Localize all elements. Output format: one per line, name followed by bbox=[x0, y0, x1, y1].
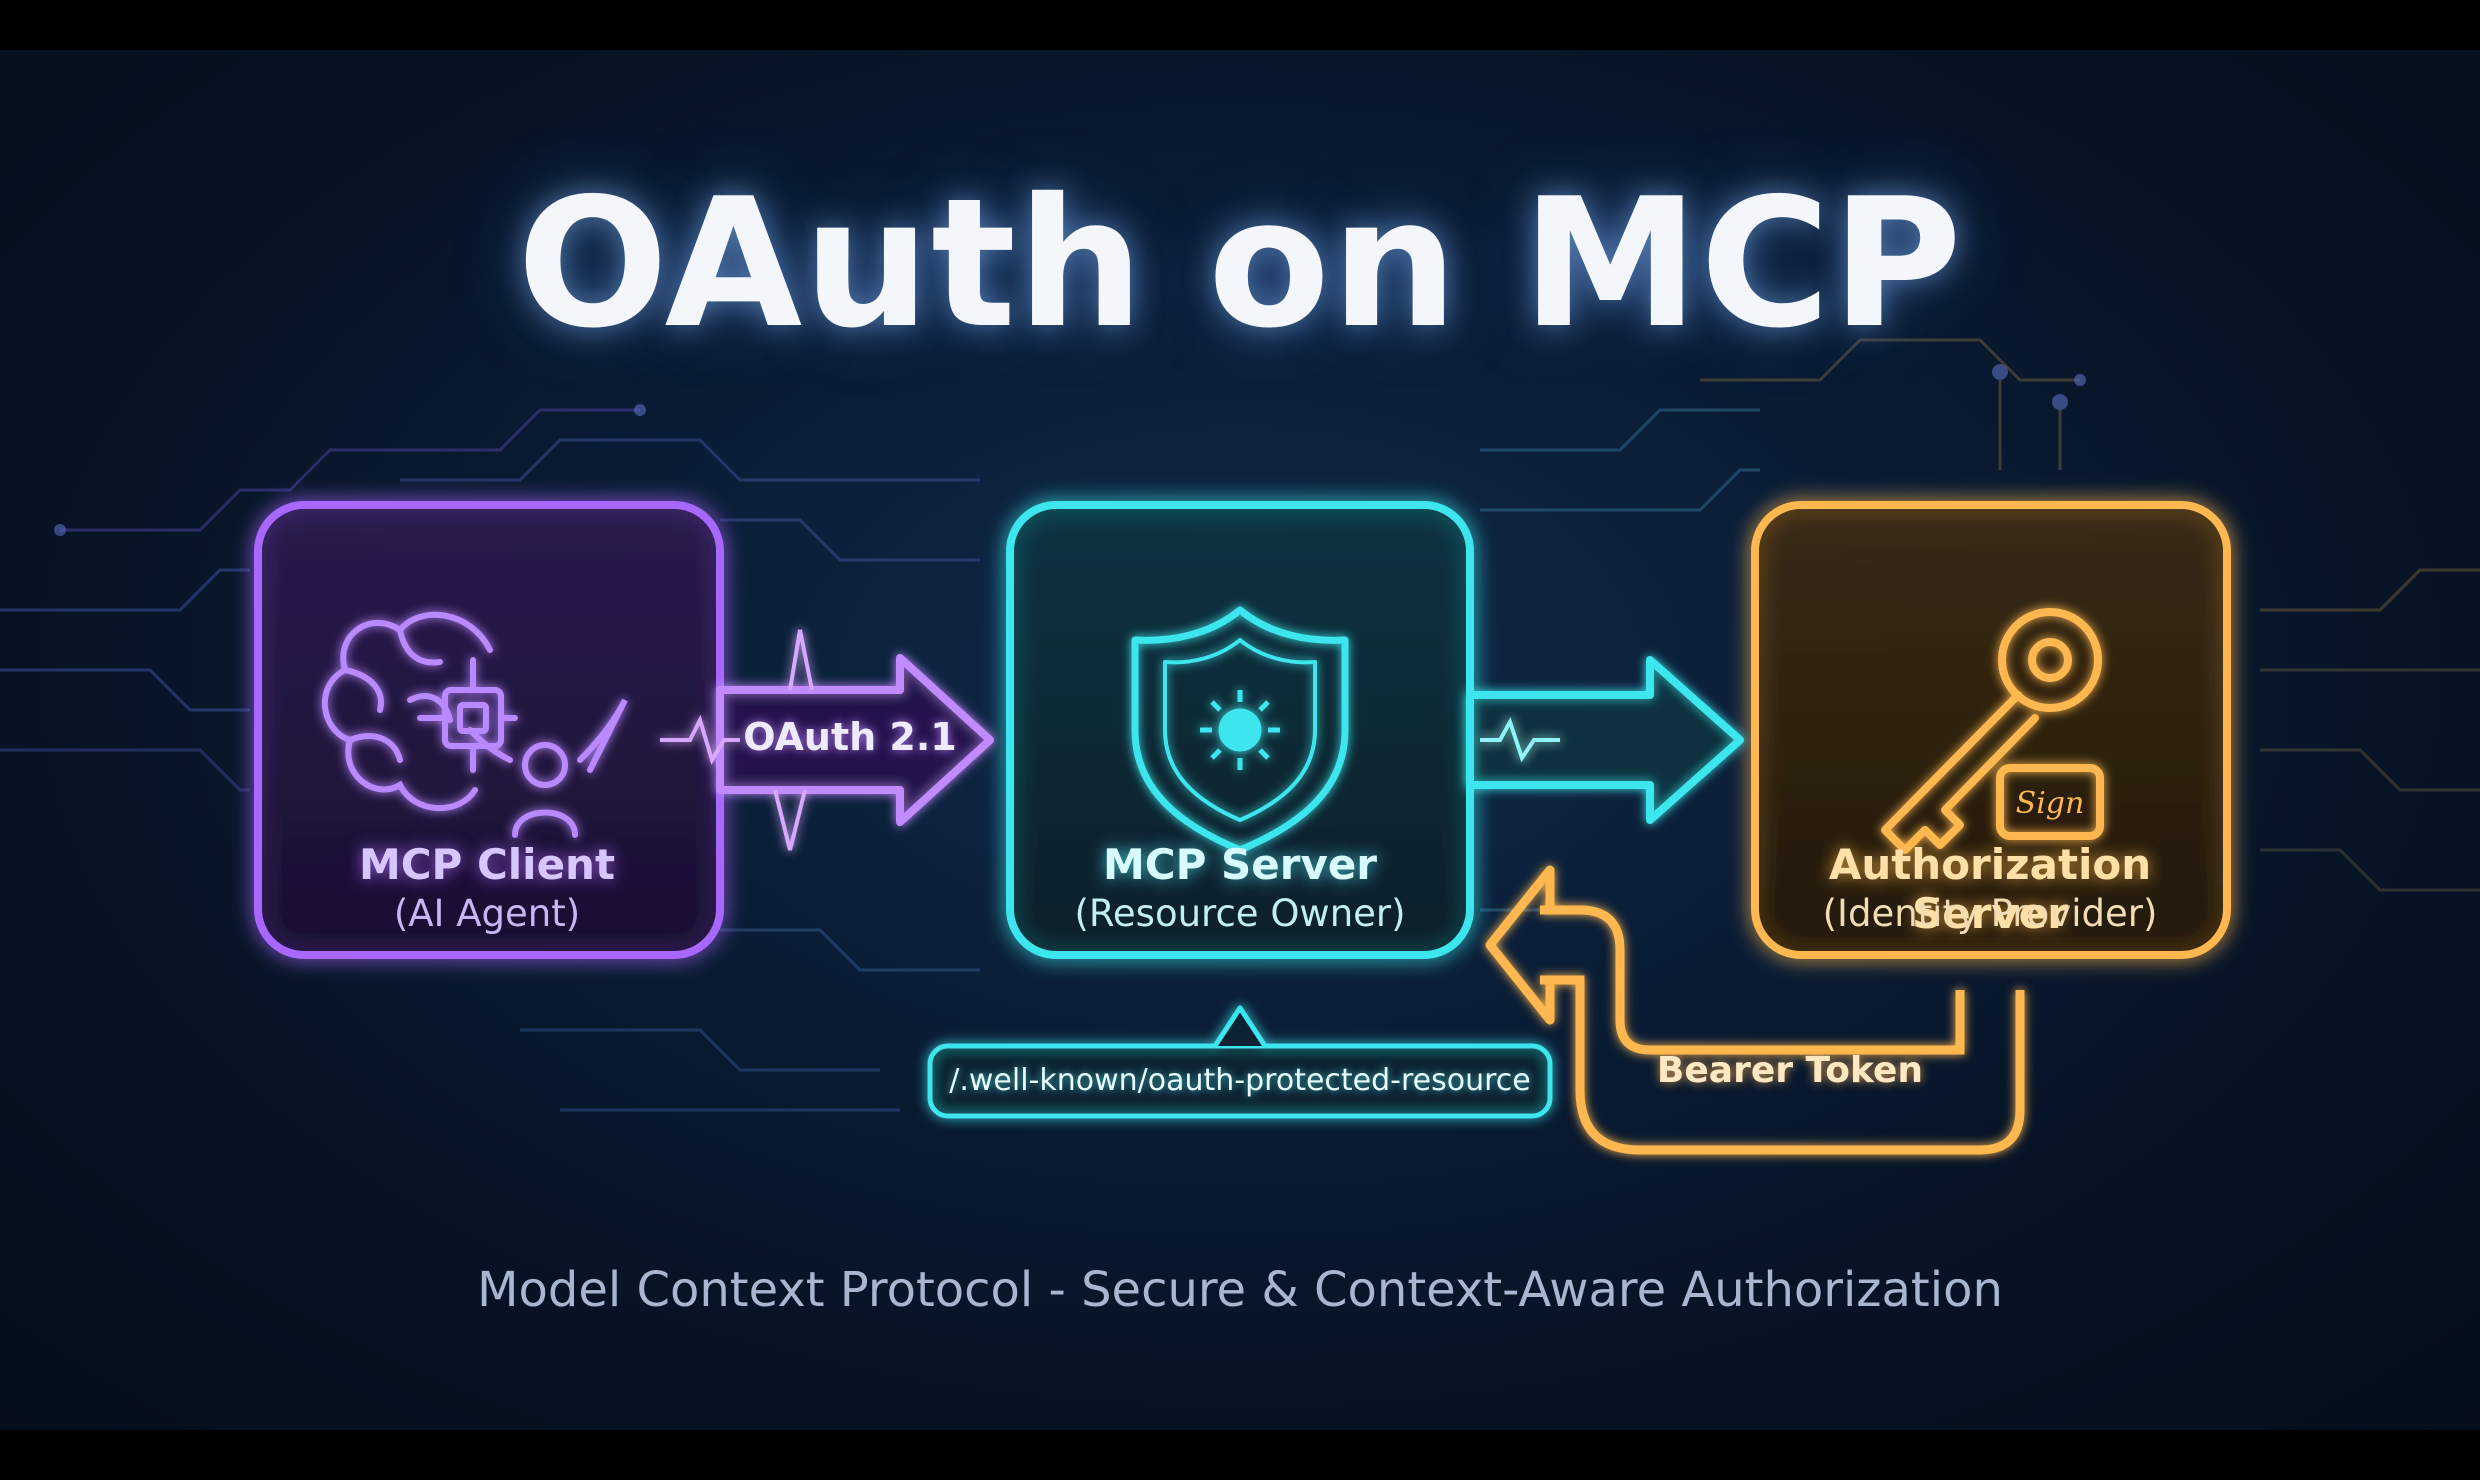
mcp-server-label: MCP Server bbox=[1102, 840, 1378, 889]
authorization-server-label: Authorization Server bbox=[1828, 840, 2152, 938]
mcp-client-sublabel: (AI Agent) bbox=[393, 892, 581, 935]
page-title: OAuth on MCP bbox=[517, 160, 1963, 367]
mcp-server-sublabel: (Resource Owner) bbox=[1074, 892, 1406, 935]
server-to-auth-arrow bbox=[1466, 656, 1744, 824]
diagram-panel: OAuth on MCP MCP Client (AI Agent) MCP S… bbox=[0, 50, 2480, 1430]
bearer-token-label: Bearer Token bbox=[1656, 1050, 1924, 1091]
oauth-arrow bbox=[660, 629, 994, 851]
key-icon bbox=[1881, 608, 2104, 854]
well-known-label: /.well-known/oauth-protected-resource bbox=[949, 1063, 1531, 1098]
authorization-server-sublabel: (Identity Provider) bbox=[1822, 892, 2158, 935]
circuit-traces bbox=[0, 338, 2480, 1112]
well-known-badge: Sign bbox=[927, 786, 2085, 1119]
authorization-server-box bbox=[1751, 501, 2231, 959]
brain-agent-icon bbox=[321, 611, 628, 838]
page-subtitle: Model Context Protocol - Secure & Contex… bbox=[477, 1262, 2003, 1318]
circuit-nodes bbox=[54, 364, 2086, 536]
diagram-graphics bbox=[0, 338, 2480, 1155]
oauth-edge-label: OAuth 2.1 bbox=[743, 715, 957, 759]
signature-mark: Sign bbox=[2016, 786, 2085, 821]
shield-icon bbox=[1131, 606, 1349, 854]
mcp-client-label: MCP Client bbox=[358, 840, 616, 889]
bearer-token-arrow bbox=[1485, 865, 2025, 1155]
